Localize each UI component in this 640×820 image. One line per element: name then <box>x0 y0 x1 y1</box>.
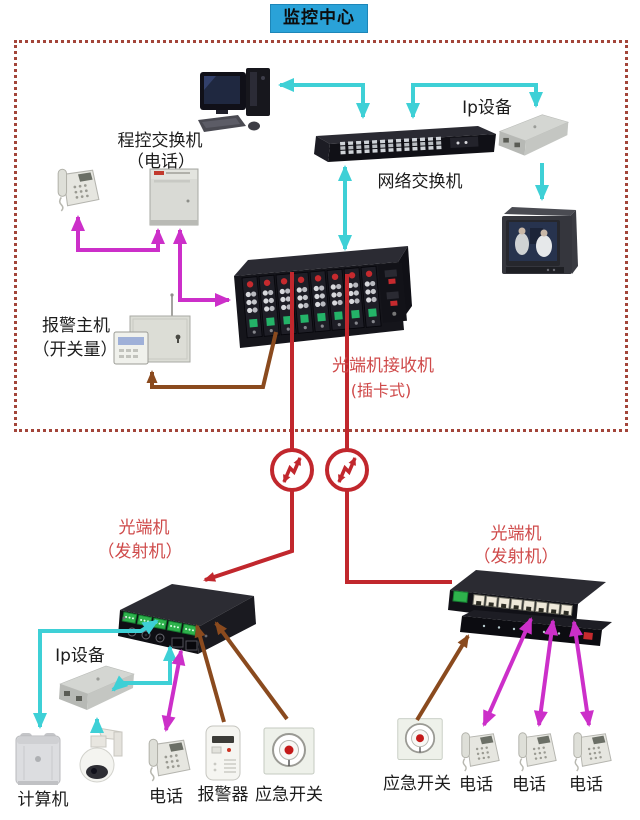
network-switch-image <box>314 126 496 162</box>
computer-tower-image <box>15 733 61 785</box>
network-switch-label: 网络交换机 <box>377 172 463 192</box>
phone-right-2-label: 电话 <box>512 775 546 795</box>
phone-right-1-image <box>461 732 500 772</box>
computer-label: 计算机 <box>17 790 69 810</box>
alarm-sounder-label: 报警器 <box>197 785 249 805</box>
phone-right-3-label: 电话 <box>569 775 603 795</box>
ip-device-bottom-image <box>59 665 135 710</box>
transmitter-right-label-line1: 光端机 <box>490 524 542 544</box>
transmitter-left-label-line1: 光端机 <box>118 518 170 538</box>
page-title: 监控中心 <box>270 4 368 33</box>
alarm-sounder-image <box>205 725 241 781</box>
monitoring-pc-image <box>198 68 270 132</box>
emergency-switch-left-label: 应急开关 <box>255 785 323 805</box>
phone-right-1-label: 电话 <box>459 775 493 795</box>
transmitter-right-image <box>448 570 612 646</box>
receiver-label-line2: (插卡式) <box>350 381 412 400</box>
emergency-switch-right-image <box>397 718 443 760</box>
phone-right-2-image <box>518 732 557 772</box>
receiver-label-line1: 光端机接收机 <box>332 356 434 376</box>
alarm-host-label-line1: 报警主机 <box>42 316 110 336</box>
phone-right-3-image <box>573 732 612 772</box>
monitoring-center-boundary <box>14 40 628 432</box>
alarm-host-label-line2: （开关量） <box>32 340 118 360</box>
phone-top-left-image <box>57 168 100 212</box>
transmitter-left-image <box>118 584 256 654</box>
emergency-switch-right-label: 应急开关 <box>383 774 451 794</box>
pbx-switch-image <box>149 168 199 226</box>
phone-bottom-left-label: 电话 <box>149 787 183 807</box>
edge-esw-right-to-tx-right <box>415 634 470 722</box>
ptz-camera-image <box>79 727 123 783</box>
pbx-label-line1: 程控交换机 <box>117 131 203 151</box>
edge-phone-bl-to-tx-left <box>161 649 186 732</box>
optical-receiver-image <box>234 246 412 348</box>
lightning-icon <box>325 448 369 492</box>
ip-device-top-label: Ip设备 <box>462 98 512 118</box>
emergency-switch-left-image <box>263 727 315 775</box>
alarm-host-image <box>113 293 191 365</box>
phone-bottom-left-image <box>148 738 191 782</box>
ip-device-top-image <box>498 114 570 156</box>
transmitter-left-label-line2: （发射机） <box>97 542 183 562</box>
transmitter-right-label-line2: （发射机） <box>473 547 559 567</box>
video-monitor-image <box>502 207 578 274</box>
ip-device-bottom-label: Ip设备 <box>55 646 105 666</box>
pbx-label-line2: （电话） <box>127 152 195 172</box>
lightning-icon <box>270 448 314 492</box>
